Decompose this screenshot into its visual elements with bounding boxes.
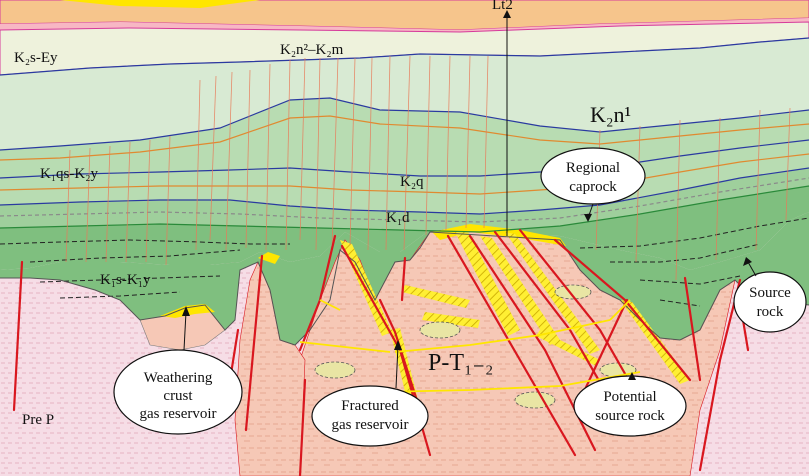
- svg-text:gas reservoir: gas reservoir: [331, 417, 408, 433]
- svg-text:rock: rock: [757, 304, 784, 320]
- callout-source-rock: Source rock: [733, 257, 807, 333]
- lower-green-fill: [0, 212, 809, 345]
- left-block-top-yellow: [258, 252, 280, 264]
- horizons: [0, 37, 809, 307]
- k1s-k1y-layer: [0, 186, 809, 270]
- callout-potential-source-rock: Potential source rock: [573, 372, 687, 437]
- source-rock-lenses: [314, 284, 637, 409]
- well-label: Lt2: [492, 0, 513, 13]
- fracture-lines: [299, 299, 641, 393]
- svg-text:Potential: Potential: [603, 389, 656, 405]
- svg-text:Weathering: Weathering: [144, 370, 213, 386]
- svg-text:Source: Source: [749, 285, 791, 301]
- well-lt2: Lt2: [492, 0, 513, 236]
- formation-label-k2q: K₂q: [400, 174, 424, 190]
- formation-label-k2n1: K₂n¹: [590, 102, 631, 127]
- k2n1-layer: [0, 38, 809, 150]
- svg-text:gas reservoir: gas reservoir: [139, 406, 216, 422]
- svg-text:crust: crust: [163, 388, 193, 404]
- callout-fractured-reservoir: Fractured gas reservoir: [311, 340, 429, 447]
- caprock-crust-yellow: [432, 224, 566, 246]
- svg-text:Fractured: Fractured: [341, 398, 399, 414]
- formation-label-k2s-ey: K₂s-Ey: [14, 50, 58, 66]
- formation-label-k1s-k1y: K₁s-K₁y: [100, 272, 151, 288]
- svg-text:source rock: source rock: [595, 408, 665, 424]
- formation-label-k2n2-k2m: K₂n²–K₂m: [280, 42, 344, 58]
- callout-weathering-crust: Weathering crust gas reservoir: [113, 306, 243, 435]
- formation-label-pre-p: Pre P: [22, 412, 54, 428]
- svg-text:Regional: Regional: [566, 160, 620, 176]
- k1d-layer: [0, 168, 809, 232]
- callout-regional-caprock: Regional caprock: [540, 147, 646, 222]
- top-yellow-sliver: [60, 0, 260, 8]
- svg-text:caprock: caprock: [569, 179, 617, 195]
- formation-label-p-t12: P-T₁₋₂: [428, 350, 493, 376]
- formation-label-k1d: K₁d: [386, 210, 410, 226]
- formation-label-k1qs-k2y: K₁qs-K₂y: [40, 166, 98, 182]
